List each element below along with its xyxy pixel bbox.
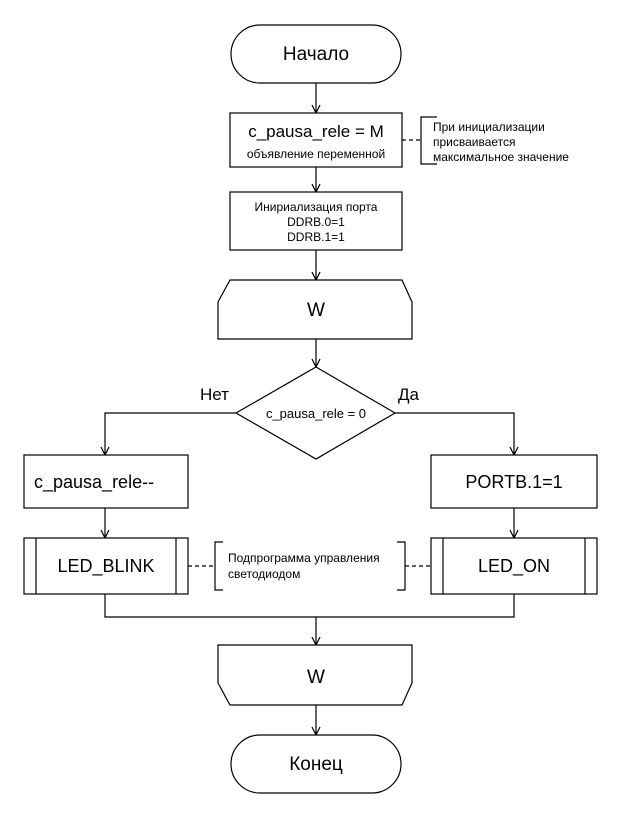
decrement-label: c_pausa_rele--: [34, 472, 154, 493]
declare-comment-line-1: При инициализации: [433, 120, 545, 134]
subroutine-led-blink: LED_BLINK: [23, 537, 189, 595]
arrow-decision-no: [105, 412, 236, 455]
init-line-1: Инириализация порта: [255, 200, 378, 214]
init-line-3: DDRB.1=1: [287, 230, 345, 244]
loop-end: W: [217, 644, 413, 706]
declare-comment-line-2: присваивается: [433, 135, 516, 149]
setport-label: PORTB.1=1: [465, 472, 562, 492]
end-label: Конец: [289, 754, 343, 775]
branch-yes-label: Да: [398, 385, 420, 404]
start-label: Начало: [283, 44, 349, 65]
start-terminator: Начало: [230, 24, 402, 84]
loop-end-label: W: [307, 667, 325, 688]
init-line-2: DDRB.0=1: [287, 215, 345, 229]
loop-start: W: [217, 279, 413, 340]
declare-line-1: c_pausa_rele = M: [248, 122, 384, 141]
sub-comment: Подпрограмма управления светодиодом: [188, 541, 431, 591]
decision: c_pausa_rele = 0: [234, 366, 397, 460]
init-process: Инириализация порта DDRB.0=1 DDRB.1=1: [229, 191, 403, 251]
connectors: [105, 83, 514, 735]
declare-process: c_pausa_rele = M объявление переменной: [229, 112, 403, 168]
end-terminator: Конец: [230, 734, 402, 794]
decision-label: c_pausa_rele = 0: [266, 406, 366, 421]
declare-line-2: объявление переменной: [247, 147, 385, 161]
arrow-decision-yes: [395, 412, 514, 455]
loop-start-label: W: [307, 300, 325, 321]
sub-blink-label: LED_BLINK: [57, 556, 154, 577]
branch-no-label: Нет: [200, 385, 229, 404]
subroutine-led-on: LED_ON: [430, 537, 598, 595]
sub-on-label: LED_ON: [478, 556, 550, 577]
sub-comment-line-1: Подпрограмма управления: [228, 551, 380, 565]
merge-line: [104, 594, 515, 618]
setport-process: PORTB.1=1: [430, 454, 598, 509]
declare-comment-line-3: максимальное значение: [433, 150, 569, 164]
declare-comment: При инициализации присваивается максимал…: [402, 116, 569, 165]
decrement-process: c_pausa_rele--: [23, 454, 189, 509]
sub-comment-line-2: светодиодом: [228, 567, 300, 581]
